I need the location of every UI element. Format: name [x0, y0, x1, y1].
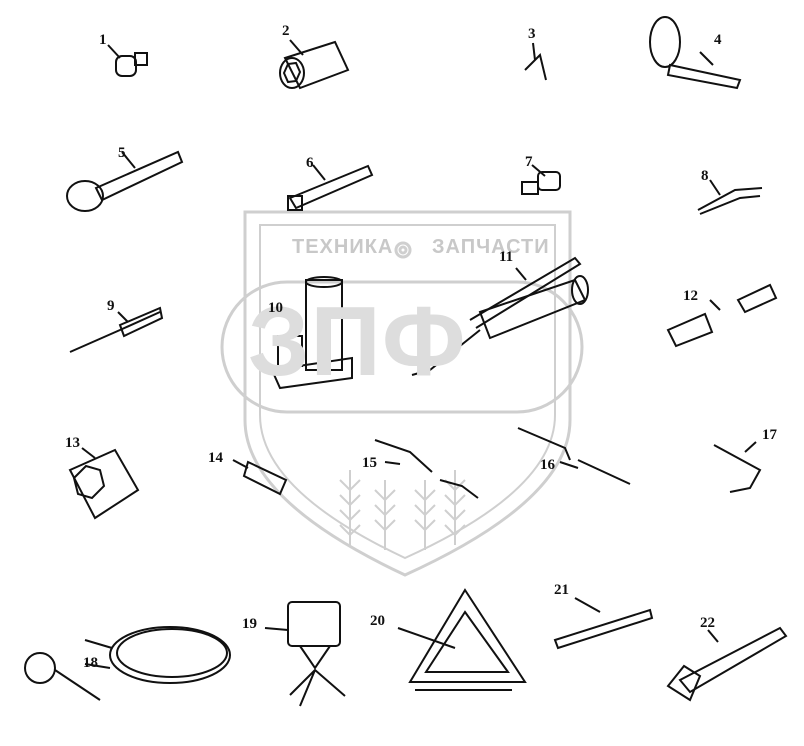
tool-15-tire-lever	[374, 439, 479, 499]
tool-2-socket	[279, 39, 350, 90]
tool-5-ratchet	[66, 150, 184, 212]
callout-14: 14	[208, 450, 223, 466]
tool-16-lever	[517, 427, 631, 485]
callout-2: 2	[282, 23, 290, 39]
tool-19-work-lamp	[264, 601, 346, 707]
tool-7-adapter	[521, 164, 561, 195]
callout-6: 6	[306, 155, 314, 171]
callout-8: 8	[701, 168, 709, 184]
callout-16: 16	[540, 457, 555, 473]
tool-6-extension	[287, 164, 374, 211]
callout-7: 7	[525, 154, 533, 170]
tool-11-grease-gun	[411, 256, 589, 376]
callout-9: 9	[107, 298, 115, 314]
tool-20-warning-triangle	[397, 588, 527, 691]
tool-22-adjustable-wrench	[666, 626, 788, 702]
callout-5: 5	[118, 145, 126, 161]
tool-12-spark-plug-wrench	[666, 283, 778, 348]
callout-22: 22	[700, 615, 715, 631]
tool-21-extension-bar	[553, 597, 654, 650]
callout-13: 13	[65, 435, 80, 451]
tool-4-filter-wrench	[649, 16, 742, 90]
tool-17-crank-handle	[713, 441, 762, 493]
callout-17: 17	[762, 427, 777, 443]
callout-11: 11	[499, 249, 514, 265]
tool-9-screwdriver	[69, 306, 164, 353]
watermark-text-right: ЗАПЧАСТИ	[432, 236, 550, 258]
callout-4: 4	[714, 32, 722, 48]
callout-1: 1	[99, 32, 107, 48]
tool-10-hydraulic-jack	[270, 276, 353, 390]
callout-21: 21	[554, 582, 569, 598]
callout-10: 10	[268, 300, 283, 316]
callout-18: 18	[83, 655, 98, 671]
tool-14-socket	[232, 459, 288, 496]
callout-20: 20	[370, 613, 385, 629]
callout-15: 15	[362, 455, 377, 471]
watermark-text-left: ТЕХНИКА	[292, 236, 394, 258]
watermark-logo: ЗПФ	[248, 286, 467, 396]
tool-1-socket	[107, 44, 148, 77]
callout-19: 19	[242, 616, 257, 632]
callout-3: 3	[528, 26, 536, 42]
watermark-shield	[220, 210, 584, 577]
tool-8-pliers	[697, 179, 763, 215]
tool-18-inspection-lamp	[24, 626, 231, 701]
tool-3-hex-key	[524, 42, 547, 81]
callout-12: 12	[683, 288, 698, 304]
tool-13-hub-socket	[68, 447, 140, 520]
